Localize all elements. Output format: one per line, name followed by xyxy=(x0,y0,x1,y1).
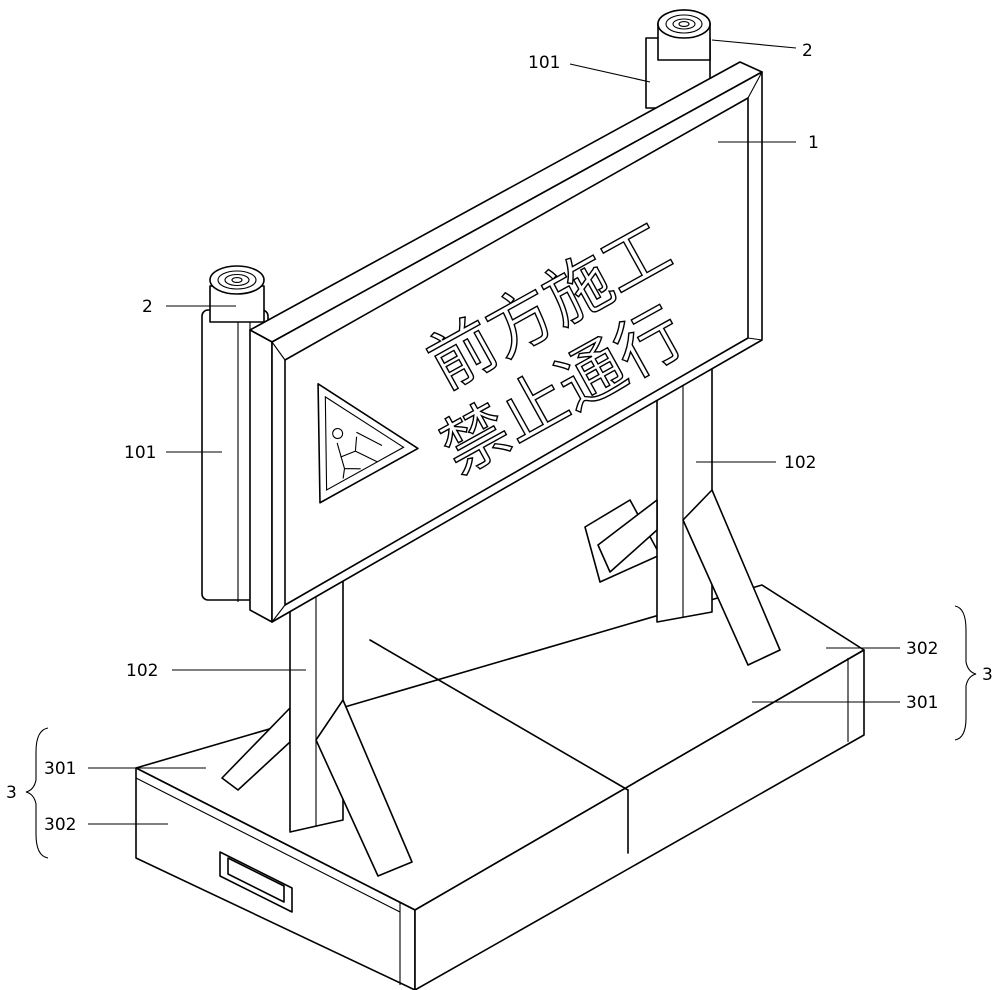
label-102-right: 102 xyxy=(784,453,816,473)
brace-left xyxy=(25,727,49,859)
base-seam-top xyxy=(369,639,629,791)
label-1: 1 xyxy=(808,133,819,153)
label-3-left: 3 xyxy=(6,783,17,803)
label-302-left: 302 xyxy=(44,815,76,835)
label-302-right: 302 xyxy=(906,639,938,659)
base xyxy=(135,584,865,990)
leg-right xyxy=(584,349,781,666)
cap-left-top xyxy=(209,265,265,295)
label-2-left: 2 xyxy=(142,297,153,317)
leg-left-front-brace xyxy=(315,699,413,877)
label-2-top-right: 2 xyxy=(802,41,813,61)
annotations: 2 101 1 2 101 102 102 302 301 3 301 xyxy=(6,39,993,859)
label-301-right: 301 xyxy=(906,693,938,713)
brace-right xyxy=(954,605,977,741)
label-101-left: 101 xyxy=(124,443,156,463)
leg-right-front-brace xyxy=(682,489,781,666)
label-101-top: 101 xyxy=(528,53,560,73)
label-102-left: 102 xyxy=(126,661,158,681)
leg-right-inner-brace xyxy=(597,499,658,573)
leg-left xyxy=(221,577,413,877)
post-back-right xyxy=(645,9,711,109)
construction-warning-icon xyxy=(317,382,419,504)
base-top-bevel xyxy=(135,777,401,913)
label-3-right: 3 xyxy=(982,665,993,685)
sign-left-edge xyxy=(249,329,273,623)
base-side-face xyxy=(414,649,865,990)
label-301-left: 301 xyxy=(44,759,76,779)
sign-panel: 前方施工 禁止通行 xyxy=(249,61,763,623)
base-handle xyxy=(219,851,293,913)
